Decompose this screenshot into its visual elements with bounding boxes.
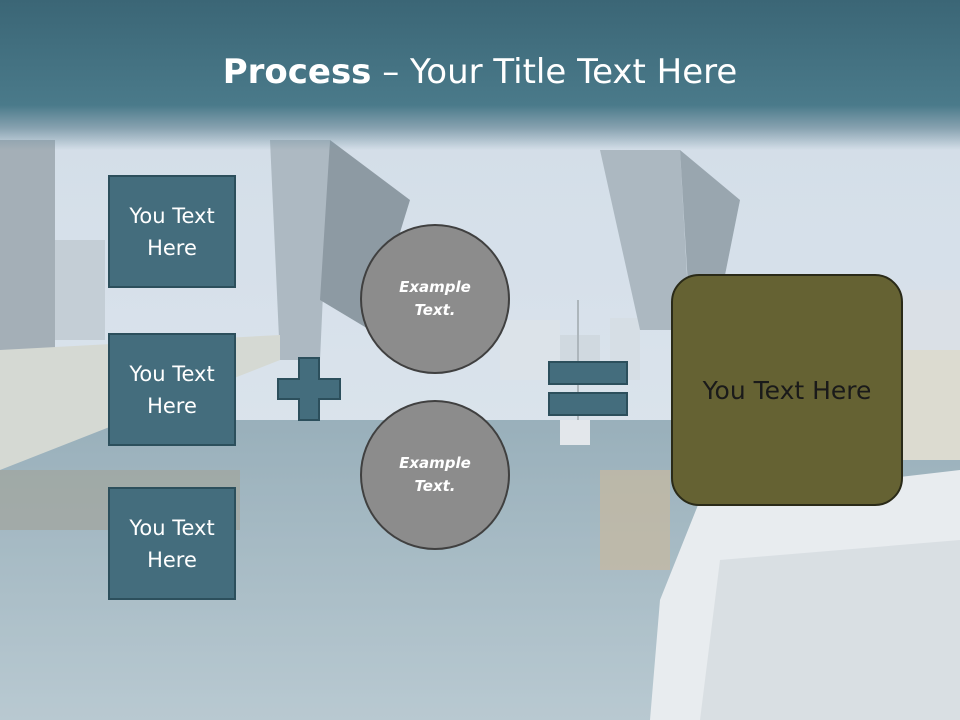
slide-title: Process – Your Title Text Here: [0, 52, 960, 92]
equals-icon: [548, 361, 628, 416]
title-rest-part: – Your Title Text Here: [371, 52, 738, 92]
text-box-1[interactable]: You Text Here: [108, 175, 236, 288]
text-box-3[interactable]: You Text Here: [108, 487, 236, 600]
example-circle-2[interactable]: Example Text.: [360, 400, 510, 550]
example-circle-1[interactable]: Example Text.: [360, 224, 510, 374]
title-bold-part: Process: [222, 52, 372, 92]
title-band: [0, 0, 960, 150]
result-box[interactable]: You Text Here: [671, 274, 903, 506]
text-box-2[interactable]: You Text Here: [108, 333, 236, 446]
plus-icon: [277, 357, 341, 421]
